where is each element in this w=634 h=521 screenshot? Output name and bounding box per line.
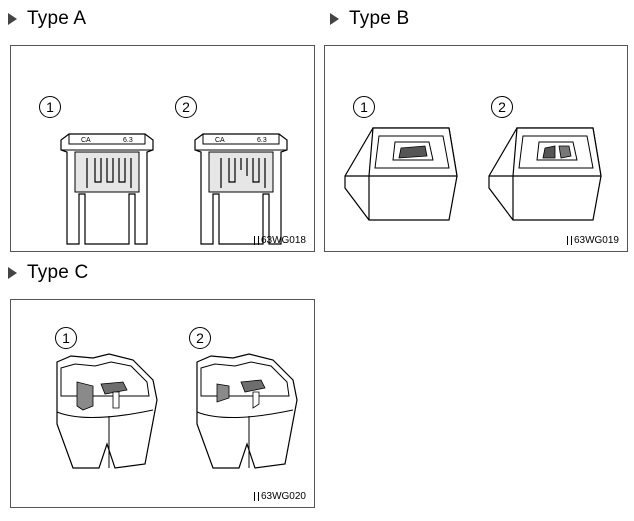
section-heading-type-c: Type C xyxy=(8,260,88,286)
fuse-type-b-illustration xyxy=(344,127,602,221)
label-circle-2: 2 xyxy=(491,96,513,118)
figure-code-c: 63WG020 xyxy=(253,491,306,502)
fuse-type-a-icon: CA 6.3 xyxy=(60,133,154,245)
label-circle-2: 2 xyxy=(175,96,197,118)
label-circle-1: 1 xyxy=(353,96,375,118)
type-b-title: Type B xyxy=(349,8,410,29)
triangle-bullet-icon xyxy=(330,13,339,25)
figure-code-a: 63WG018 xyxy=(253,235,306,246)
panel-type-b: 1 2 63WG019 xyxy=(324,45,628,252)
triangle-bullet-icon xyxy=(8,267,17,279)
triangle-bullet-icon xyxy=(8,13,17,25)
fuse-type-c-illustration xyxy=(56,353,298,469)
panel-type-a: CA 6.3 CA 6.3 1 2 63WG018 xyxy=(10,45,315,252)
fuse-type-a-illustration: CA 6.3 CA 6.3 xyxy=(60,133,288,245)
type-a-title: Type A xyxy=(27,8,87,29)
fuse-embossing-left: CA xyxy=(215,137,225,144)
type-c-title: Type C xyxy=(27,262,89,283)
fuse-type-b-icon xyxy=(488,127,602,221)
section-heading-type-a: Type A xyxy=(8,6,86,32)
fuse-type-c-icon xyxy=(56,353,158,469)
fuse-embossing-left: CA xyxy=(81,137,91,144)
fuse-embossing-right: 6.3 xyxy=(123,137,133,144)
fuse-type-a-icon: CA 6.3 xyxy=(194,133,288,245)
label-circle-1: 1 xyxy=(55,327,77,349)
fuse-embossing-right: 6.3 xyxy=(257,137,267,144)
panel-type-c: 1 2 63WG020 xyxy=(10,299,315,508)
fuse-type-b-icon xyxy=(344,127,458,221)
label-circle-2: 2 xyxy=(189,327,211,349)
label-circle-1: 1 xyxy=(39,96,61,118)
fuse-type-c-icon xyxy=(196,353,298,469)
figure-code-b: 63WG019 xyxy=(566,235,619,246)
section-heading-type-b: Type B xyxy=(330,6,409,32)
